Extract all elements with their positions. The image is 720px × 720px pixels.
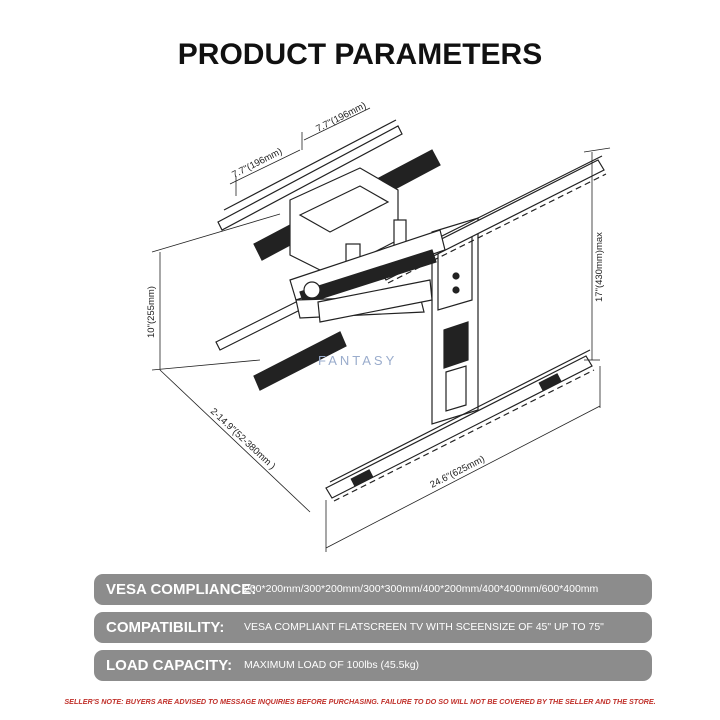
wall-plate xyxy=(431,217,479,425)
spec-row-compatibility: COMPATIBILITY: VESA COMPLIANT FLATSCREEN… xyxy=(94,612,652,643)
swing-arms xyxy=(289,229,446,323)
bottom-wall-rail xyxy=(325,349,595,502)
spec-value: MAXIMUM LOAD OF 100lbs (45.5kg) xyxy=(244,659,420,671)
spec-label: VESA COMPLIANCE: xyxy=(106,581,257,598)
spec-label: COMPATIBILITY: xyxy=(106,619,225,636)
page-title: PRODUCT PARAMETERS xyxy=(177,38,543,71)
dim-top-right: 7.7"(196mm) xyxy=(314,100,368,135)
spec-value: 200*200mm/300*200mm/300*300mm/400*200mm/… xyxy=(244,583,599,595)
watermark-logo: FANTASY xyxy=(318,353,397,368)
tv-bracket-lower-right xyxy=(253,331,347,391)
dim-right-height: 17"(430mm)max xyxy=(594,232,605,302)
spec-row-vesa: VESA COMPLIANCE: 200*200mm/300*200mm/300… xyxy=(94,574,652,605)
dim-extension: 2-14.9"(52-380mm ) xyxy=(208,406,277,472)
spec-label: LOAD CAPACITY: xyxy=(106,657,233,674)
dimension-lines xyxy=(151,107,611,552)
tv-bracket-lower-left xyxy=(215,299,305,351)
spec-value: VESA COMPLIANT FLATSCREEN TV WITH SCEENS… xyxy=(244,621,604,633)
dim-left-height: 10"(255mm) xyxy=(146,286,157,338)
seller-note: SELLER'S NOTE: BUYERS ARE ADVISED TO MES… xyxy=(64,697,656,706)
tv-bracket-upper-left xyxy=(217,119,403,231)
spec-row-load-capacity: LOAD CAPACITY: MAXIMUM LOAD OF 100lbs (4… xyxy=(94,650,652,681)
tv-mount-diagram: 7.7"(196mm) 7.7"(196mm) 10"(255mm) 17"(4… xyxy=(146,100,611,552)
dim-top-left: 7.7"(196mm) xyxy=(230,146,284,181)
dim-width: 24.6"(625mm) xyxy=(428,454,486,491)
